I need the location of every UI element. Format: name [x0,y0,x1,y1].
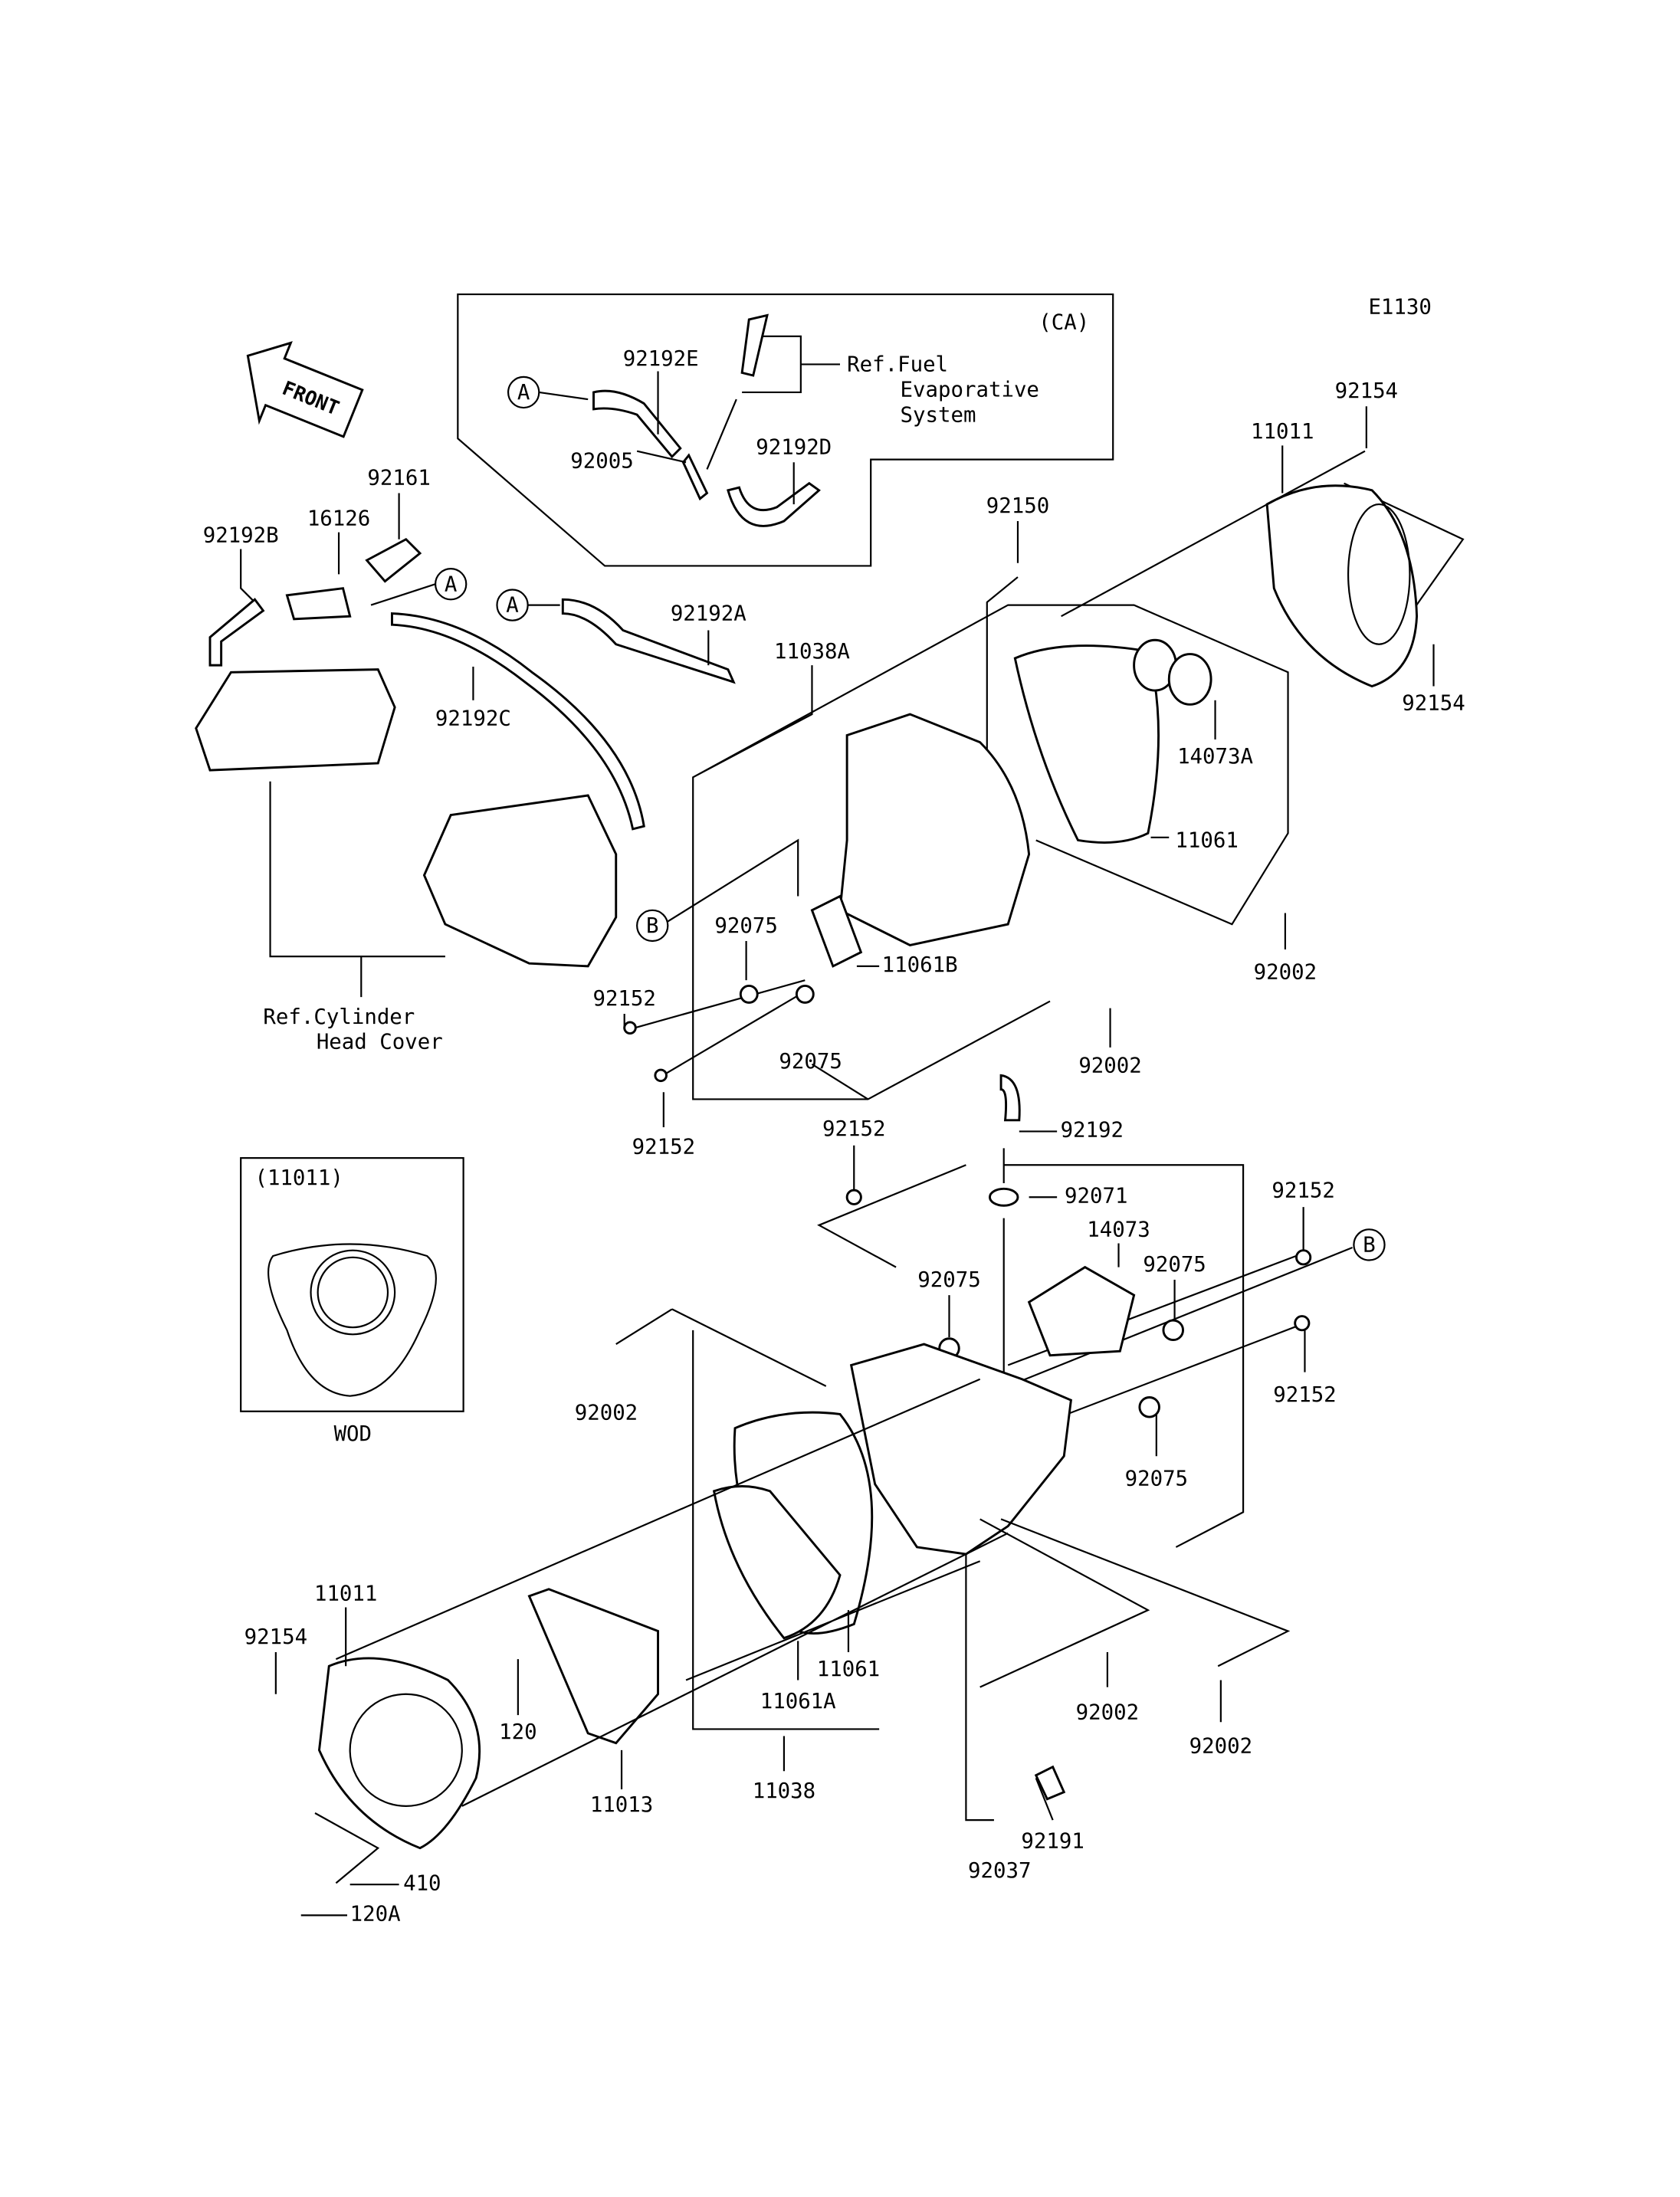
ref-cylinder-label-2: Head Cover [317,1031,443,1054]
part-label-92191[interactable]: 92191 [1021,1830,1084,1854]
part-label-11061A[interactable]: 11061A [760,1690,836,1713]
part-label-14073A[interactable]: 14073A [1177,745,1253,769]
hose-92192A [561,598,736,684]
part-label-92002-2[interactable]: 92002 [1078,1054,1141,1078]
part-label-92075-3[interactable]: 92075 [1143,1253,1206,1277]
part-label-92075-2[interactable]: 92075 [779,1050,842,1074]
cylinder-head-cover-right [422,794,618,968]
diagram-code: E1130 [1368,296,1431,320]
cover-wod-outline [267,1243,437,1397]
hose-92192D [727,481,821,527]
connector-a: A [517,381,530,405]
part-label-92005[interactable]: 92005 [570,450,633,474]
hose-92192E [592,389,682,459]
part-label-92071[interactable]: 92071 [1065,1185,1127,1208]
inset-box: (11011) WOD [240,1157,464,1446]
inset-title: (11011) [254,1166,343,1190]
air-cleaner-housing-11038 [849,1343,1072,1556]
part-label-16126[interactable]: 16126 [307,507,370,530]
part-label-92075[interactable]: 92075 [714,914,777,938]
part-label-92002-5[interactable]: 92002 [1189,1734,1252,1758]
part-label-92002-4[interactable]: 92002 [1076,1701,1139,1725]
part-label-92152-5[interactable]: 92152 [1273,1383,1336,1407]
part-label-11061-2[interactable]: 11061 [817,1658,880,1681]
gasket-11061 [1013,644,1160,844]
gasket-11061A [712,1485,842,1640]
connector-b-2: B [1363,1234,1376,1258]
part-label-92037[interactable]: 92037 [968,1859,1031,1883]
part-label-11061[interactable]: 11061 [1175,829,1238,853]
upper-left-assembly: 92161 16126 92192B A 92192C Ref.Cylinder… [195,467,746,1054]
part-label-11013[interactable]: 11013 [590,1793,653,1817]
part-label-92192E[interactable]: 92192E [623,347,699,371]
part-label-11011[interactable]: 11011 [1251,420,1314,444]
connector-a-3: A [506,594,519,618]
part-label-120[interactable]: 120 [499,1720,536,1744]
lower-assembly: 92152 92192 92071 92152 14073 92075 9207… [244,1074,1386,1926]
part-label-92154[interactable]: 92154 [1335,379,1398,403]
part-label-92075-5[interactable]: 92075 [1125,1467,1188,1491]
front-arrow-icon: FRONT [246,341,364,438]
part-label-11011-2[interactable]: 11011 [314,1582,377,1605]
connector-b-circle-2 [1353,1228,1386,1261]
hose-92192B [208,598,265,667]
part-label-92152-4[interactable]: 92152 [1271,1179,1334,1202]
ref-cylinder-label: Ref.Cylinder [263,1005,415,1029]
inset-caption: WOD [334,1422,372,1446]
part-label-14073[interactable]: 14073 [1087,1218,1150,1241]
part-label-92192A[interactable]: 92192A [671,602,746,626]
bracket-92161 [365,537,422,583]
part-label-11061B[interactable]: 11061B [882,953,958,977]
part-label-410[interactable]: 410 [403,1871,441,1895]
air-filter-11013 [527,1588,659,1745]
air-cleaner-housing-11038A [838,713,1031,947]
part-label-92154-3[interactable]: 92154 [244,1625,307,1649]
part-label-92192C[interactable]: 92192C [435,707,511,731]
ref-fuel-label-2: Evaporative [901,378,1039,402]
evap-hose [740,313,769,377]
part-label-92075-4[interactable]: 92075 [917,1268,980,1292]
part-label-92150[interactable]: 92150 [986,494,1049,518]
connector-b: B [646,914,659,938]
grommet-92071 [988,1187,1019,1207]
joint-92005 [681,453,709,501]
part-label-92002-3[interactable]: 92002 [575,1402,638,1425]
connector-a-2: A [445,572,458,596]
part-label-120A[interactable]: 120A [350,1903,401,1926]
air-cleaner-cover-11011 [317,1657,481,1850]
part-label-92152[interactable]: 92152 [592,987,655,1011]
air-cleaner-cover-11011 [1265,484,1419,688]
ref-fuel-label-3: System [901,403,976,427]
part-label-92192B[interactable]: 92192B [203,523,279,547]
part-label-11038[interactable]: 11038 [753,1779,815,1803]
part-label-92002[interactable]: 92002 [1254,960,1317,984]
part-label-92192[interactable]: 92192 [1061,1119,1124,1143]
connector-b-circle [636,909,669,943]
part-label-92192D[interactable]: 92192D [756,435,832,459]
ca-variant-box: (CA) Ref.Fuel Evaporative System 92192E … [457,293,1114,567]
cylinder-head-cover-left [195,668,396,772]
ref-fuel-label: Ref.Fuel [847,353,948,377]
part-label-92152-2[interactable]: 92152 [632,1136,695,1159]
part-label-92152-3[interactable]: 92152 [822,1117,885,1141]
gasket-14073 [1027,1265,1136,1357]
hose-92192 [999,1074,1021,1122]
part-label-11038A[interactable]: 11038A [774,640,850,664]
part-label-92161[interactable]: 92161 [367,467,430,490]
hose-92192C [391,612,645,831]
gasket-11061B [810,894,863,968]
part-label-92154-2[interactable]: 92154 [1402,692,1465,716]
upper-cover-assembly: 92154 11011 92154 92150 11061 14073A 110… [592,379,1465,1159]
ca-label: (CA) [1039,311,1089,335]
cap-92191 [1034,1765,1066,1801]
valve-16126 [285,587,352,621]
